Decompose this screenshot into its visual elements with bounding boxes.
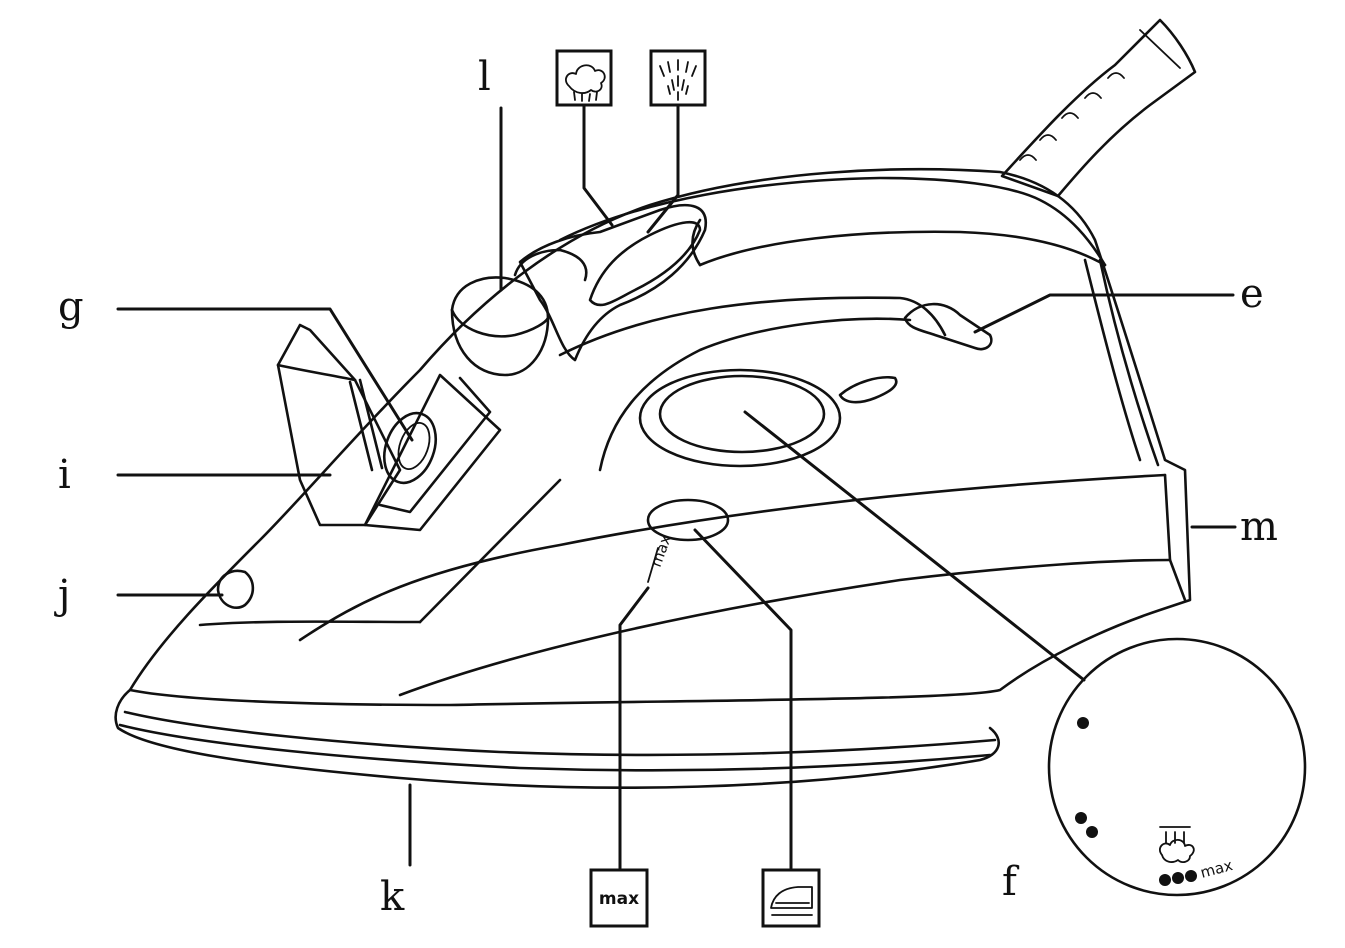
steam-control-slide[interactable] — [903, 302, 993, 351]
max-fill-icon: max — [589, 868, 649, 928]
steam-burst-button[interactable] — [450, 276, 550, 377]
dial-setting-two-dot-b — [1086, 826, 1098, 838]
dial-setting-three-dot-b — [1172, 872, 1184, 884]
callout-k: k — [380, 874, 405, 920]
power-cord — [1000, 18, 1197, 198]
iron-soleplate-icon — [761, 868, 821, 928]
spray-nozzle — [216, 569, 255, 610]
tank-max-mark: max — [647, 532, 675, 569]
callout-l: l — [478, 54, 491, 100]
water-filler-cover[interactable] — [276, 323, 402, 527]
dial-steam-icon — [1158, 826, 1195, 863]
callout-j: j — [54, 572, 70, 618]
iron-illustration: max — [114, 18, 1197, 789]
max-fill-icon-label: max — [599, 889, 639, 909]
dial-setting-one-dot — [1077, 717, 1089, 729]
leader-lines — [116, 103, 1237, 870]
dial-setting-three-dot-a — [1159, 874, 1171, 886]
spray-icon — [649, 49, 707, 107]
callout-g: g — [58, 284, 84, 330]
callout-f: f — [1002, 859, 1020, 905]
water-filler-opening[interactable] — [375, 406, 445, 490]
svg-text:max: max — [647, 532, 675, 569]
callout-e: e — [1240, 271, 1264, 317]
soleplate — [114, 688, 1000, 789]
callout-i: i — [58, 452, 71, 498]
dial-max-label: max — [1198, 856, 1234, 882]
callout-m: m — [1240, 504, 1278, 550]
self-clean-button[interactable] — [646, 498, 730, 542]
dial-setting-three-dot-c — [1185, 870, 1197, 882]
temperature-dial-detail: max — [1047, 637, 1307, 897]
spray-button[interactable] — [588, 220, 702, 307]
callout-letters: l g i j e m k f — [54, 54, 1278, 920]
steam-burst-icon — [555, 49, 613, 107]
temperature-dial[interactable] — [638, 368, 842, 468]
iron-body-outline — [128, 167, 1192, 707]
dial-setting-two-dot-a — [1075, 812, 1087, 824]
